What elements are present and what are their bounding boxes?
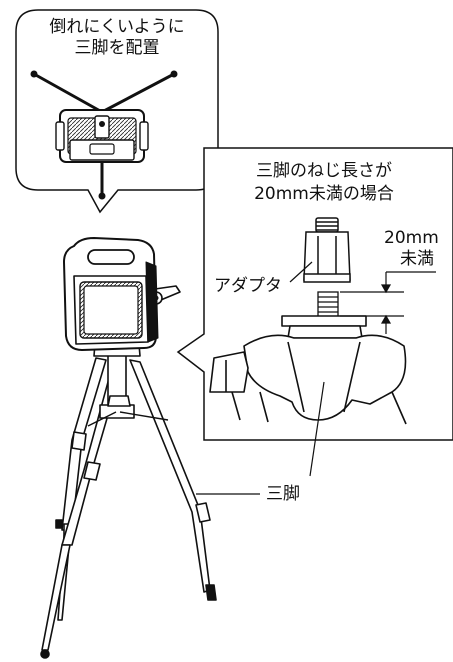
- detail-callout: [176, 147, 453, 477]
- tripod-label: 三脚: [266, 484, 300, 504]
- tripod-head-leader: [309, 381, 325, 477]
- top-callout-line1: 倒れにくいように: [49, 17, 185, 37]
- adapter: [303, 217, 351, 283]
- dimension-value-label: 20mm: [384, 228, 439, 248]
- work-light: [63, 237, 181, 357]
- top-view-light-body: [55, 109, 149, 163]
- detail-heading-line1: 三脚のねじ長さが: [256, 161, 392, 181]
- adapter-leader: [289, 261, 313, 283]
- top-callout-line2: 三脚を配置: [74, 38, 160, 58]
- dimension-qualifier-label: 未満: [400, 249, 434, 269]
- dimension-marks: [340, 271, 436, 334]
- detail-heading-line2: 20mm未満の場合: [254, 184, 394, 204]
- tripod-screw: [317, 291, 339, 319]
- tripod: [40, 349, 217, 659]
- adapter-label: アダプタ: [214, 276, 282, 296]
- top-view-callout: [15, 9, 219, 214]
- tripod-head: [209, 315, 407, 425]
